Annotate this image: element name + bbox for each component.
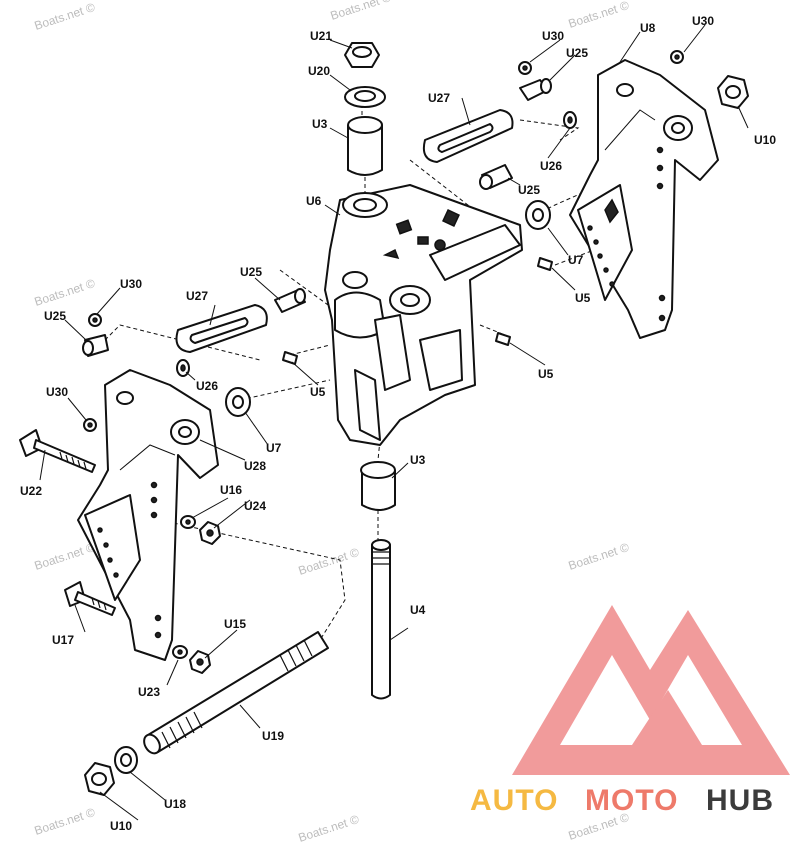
u5-fitting-c [282,351,298,365]
label-u10-upper: U10 [754,133,776,147]
u30-nut-a [518,61,532,75]
label-u6: U6 [306,194,322,208]
label-u5-c: U5 [310,385,326,399]
u30-nut-b [670,50,684,64]
u30-nut-c [88,313,102,327]
label-u8: U8 [640,21,656,35]
u28-clamp-bracket-left [77,369,219,661]
label-u25-a: U25 [566,46,588,60]
automotohub-wordmark: AUTO MOTO HUB [470,784,774,817]
label-u18: U18 [164,797,186,811]
watermark: Boats.net © [329,0,393,23]
u3-bushing-upper [347,116,383,176]
u20-washer [344,86,386,108]
u17-bolt [64,581,116,616]
label-u7-right: U7 [568,253,584,267]
watermark: Boats.net © [567,0,631,31]
label-u24: U24 [244,499,266,513]
leader-lines [39,24,749,821]
label-u25-d: U25 [44,309,66,323]
u10-nut-upper [717,75,749,109]
u16-washer [180,515,196,529]
u27-link-plate-lower [175,304,268,353]
label-u30-c: U30 [120,277,142,291]
watermark: Boats.net © [33,805,97,838]
label-u19: U19 [262,729,284,743]
automotohub-logo [512,605,790,775]
u4-tube [371,539,391,700]
watermark: Boats.net © [33,276,97,309]
label-u21: U21 [310,29,332,43]
u23-washer [172,645,188,659]
label-u22: U22 [20,484,42,498]
u30-nut-d [83,418,97,432]
u25-pin-middle [479,164,513,190]
u27-link-plate-upper [422,109,514,163]
label-u23: U23 [138,685,160,699]
watermark: Boats.net © [33,0,97,33]
label-u20: U20 [308,64,330,78]
label-u30-b: U30 [692,14,714,28]
label-u26-lower: U26 [196,379,218,393]
watermark: Boats.net © [33,540,97,573]
u19-tilt-tube [143,631,329,755]
label-u4: U4 [410,603,426,617]
label-u5-a: U5 [575,291,591,305]
u7-washer-right [525,200,551,230]
label-u3-upper: U3 [312,117,328,131]
u3-bushing-lower [360,461,396,511]
u25-pin-upper [519,78,552,101]
label-u3-lower: U3 [410,453,426,467]
u25-pin-lower-right [274,288,306,313]
label-u15: U15 [224,617,246,631]
u10-nut-lower [84,762,115,796]
label-u10-lower: U10 [110,819,132,833]
label-u30-a: U30 [542,29,564,43]
label-u5-b: U5 [538,367,554,381]
u7-washer-left [225,387,251,417]
watermark: Boats.net © [567,540,631,573]
label-u28: U28 [244,459,266,473]
logo-triangle [512,605,790,775]
logo-word-auto: AUTO [470,784,558,817]
label-u27-upper: U27 [428,91,450,105]
watermark: Boats.net © [297,545,361,578]
watermark: Boats.net © [297,812,361,845]
u5-fitting-a [537,257,553,271]
logo-word-moto: MOTO [585,784,678,817]
u18-washer [114,746,138,774]
label-u7-left: U7 [266,441,282,455]
label-u27-lower: U27 [186,289,208,303]
logo-word-hub: HUB [706,784,774,817]
label-u16: U16 [220,483,242,497]
label-u30-d: U30 [46,385,68,399]
part-labels: U21 U20 U3 U6 U27 U30 U25 U8 U30 U10 U26… [20,14,776,833]
u6-swivel-bracket [324,184,523,446]
label-u25-b: U25 [518,183,540,197]
u25-pin-lower-left [82,334,109,357]
u8-clamp-bracket-right [569,59,719,339]
label-u25-c: U25 [240,265,262,279]
label-u17: U17 [52,633,74,647]
u22-bolt [19,429,96,473]
u15-nut [189,650,211,674]
u26-washer-upper [563,111,577,129]
label-u26-upper: U26 [540,159,562,173]
u21-nut [344,42,380,68]
u5-fitting-b [495,332,511,346]
logo-inner-triangle [632,690,702,745]
